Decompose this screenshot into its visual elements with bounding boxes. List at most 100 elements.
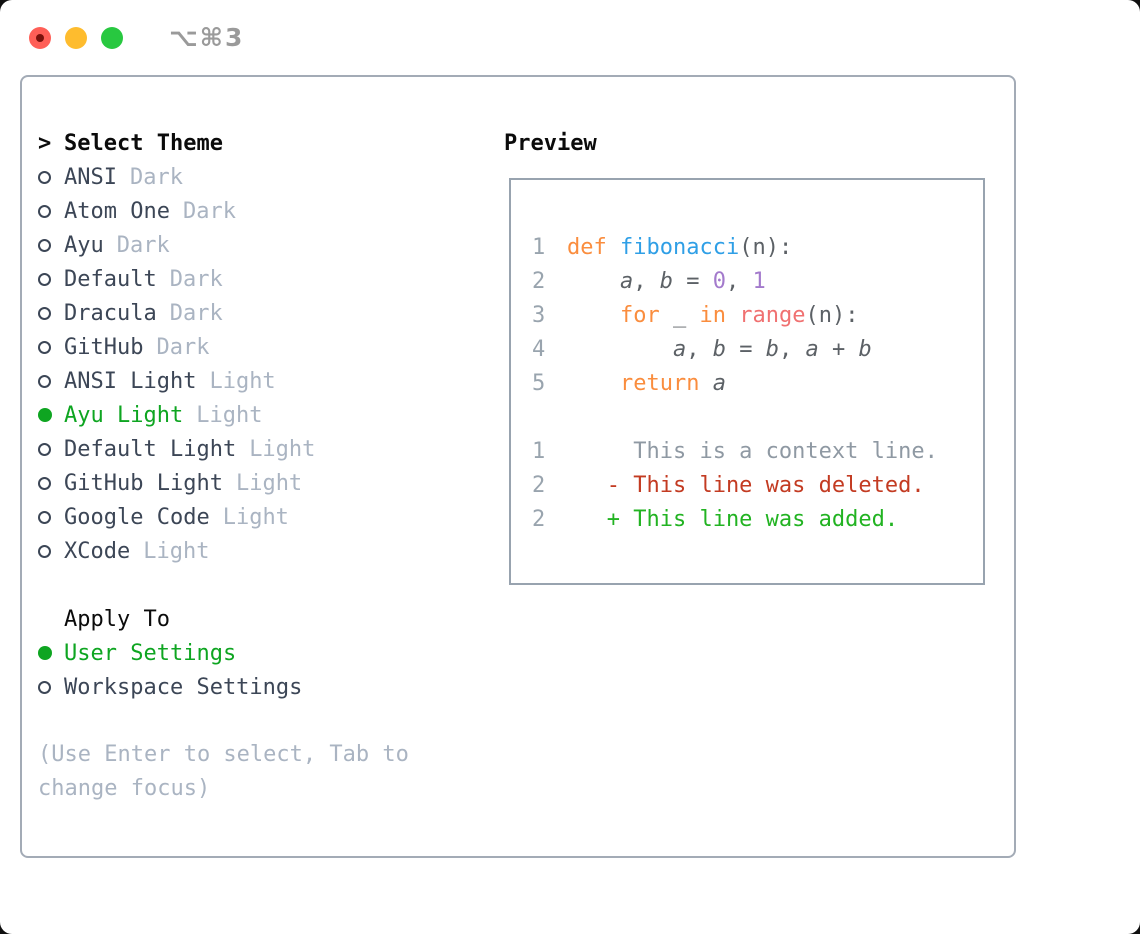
code-text: a, b = 0, 1 bbox=[619, 268, 766, 294]
code-line: 3 for _ in range(n): bbox=[532, 298, 983, 332]
line-number: 2 bbox=[532, 268, 546, 294]
theme-variant: Light bbox=[222, 504, 289, 530]
focus-cursor-icon: > bbox=[38, 130, 52, 156]
radio-icon bbox=[38, 680, 64, 694]
line-number: 5 bbox=[532, 370, 546, 396]
diff-line-added: 2 + This line was added. bbox=[532, 502, 983, 536]
code-text: a, b = b, a + b bbox=[672, 336, 872, 362]
line-number: 1 bbox=[532, 438, 546, 464]
line-number: 2 bbox=[532, 506, 546, 532]
radio-selected-icon bbox=[38, 646, 64, 660]
theme-option-xcode-light[interactable]: XCode Light bbox=[38, 534, 502, 568]
spacer bbox=[38, 704, 502, 738]
theme-name: Default Light bbox=[64, 436, 237, 462]
theme-name: GitHub Light bbox=[64, 470, 223, 496]
spacer bbox=[38, 568, 502, 602]
theme-variant: Light bbox=[249, 436, 316, 462]
window-shortcut-label: ⌥⌘3 bbox=[169, 23, 245, 52]
spacer bbox=[532, 400, 983, 434]
radio-icon bbox=[38, 238, 64, 252]
code-line: 4 a, b = b, a + b bbox=[532, 332, 983, 366]
theme-variant: Dark bbox=[116, 232, 170, 258]
line-number: 2 bbox=[532, 472, 546, 498]
radio-icon bbox=[38, 204, 64, 218]
line-number: 1 bbox=[532, 234, 546, 260]
radio-icon bbox=[38, 544, 64, 558]
radio-icon bbox=[38, 272, 64, 286]
theme-name: XCode bbox=[64, 538, 131, 564]
radio-selected-icon bbox=[38, 408, 64, 422]
keyboard-hint: (Use Enter to select, Tab to change focu… bbox=[38, 742, 409, 801]
preview-title: Preview bbox=[504, 130, 597, 156]
code-line: 5 return a bbox=[532, 366, 983, 400]
theme-variant: Dark bbox=[169, 266, 223, 292]
diff-text: + This line was added. bbox=[567, 506, 899, 532]
radio-icon bbox=[38, 510, 64, 524]
apply-option-label: Workspace Settings bbox=[64, 674, 303, 700]
theme-name: ANSI Light bbox=[64, 368, 197, 394]
diff-text: This is a context line. bbox=[567, 438, 938, 464]
theme-option-atom-one-dark[interactable]: Atom One Dark bbox=[38, 194, 502, 228]
theme-variant: Light bbox=[143, 538, 210, 564]
theme-option-ayu-dark[interactable]: Ayu Dark bbox=[38, 228, 502, 262]
code-text: for _ in range(n): bbox=[619, 302, 859, 328]
radio-icon bbox=[38, 340, 64, 354]
diff-preview: 1 This is a context line.2 - This line w… bbox=[532, 434, 983, 536]
theme-option-default-dark[interactable]: Default Dark bbox=[38, 262, 502, 296]
apply-option-workspace-settings[interactable]: Workspace Settings bbox=[38, 670, 502, 704]
diff-line-deleted: 2 - This line was deleted. bbox=[532, 468, 983, 502]
theme-option-ayu-light-light[interactable]: Ayu Light Light bbox=[38, 398, 502, 432]
theme-variant: Dark bbox=[156, 334, 210, 360]
theme-name: Default bbox=[64, 266, 157, 292]
code-line: 2 a, b = 0, 1 bbox=[532, 264, 983, 298]
code-text: return a bbox=[619, 370, 726, 396]
theme-variant: Dark bbox=[182, 198, 236, 224]
theme-name: Google Code bbox=[64, 504, 210, 530]
theme-option-default-light-light[interactable]: Default Light Light bbox=[38, 432, 502, 466]
apply-option-user-settings[interactable]: User Settings bbox=[38, 636, 502, 670]
theme-variant: Light bbox=[196, 402, 263, 428]
theme-option-ansi-dark[interactable]: ANSI Dark bbox=[38, 160, 502, 194]
apply-to-title: Apply To bbox=[64, 606, 170, 632]
diff-line-context: 1 This is a context line. bbox=[532, 434, 983, 468]
theme-variant: Light bbox=[209, 368, 276, 394]
radio-icon bbox=[38, 374, 64, 388]
theme-option-ansi-light-light[interactable]: ANSI Light Light bbox=[38, 364, 502, 398]
select-theme-header: > Select Theme bbox=[38, 126, 502, 160]
select-theme-title: Select Theme bbox=[64, 130, 223, 156]
theme-name: GitHub bbox=[64, 334, 144, 360]
line-number: 3 bbox=[532, 302, 546, 328]
theme-name: Ayu Light bbox=[64, 402, 184, 428]
theme-option-dracula-dark[interactable]: Dracula Dark bbox=[38, 296, 502, 330]
close-icon[interactable] bbox=[29, 26, 51, 49]
theme-variant: Dark bbox=[129, 164, 183, 190]
minimize-icon[interactable] bbox=[65, 26, 87, 49]
titlebar: ⌥⌘3 bbox=[0, 0, 1140, 75]
code-line: 1 def fibonacci(n): bbox=[532, 230, 983, 264]
theme-variant: Light bbox=[235, 470, 303, 496]
zoom-icon[interactable] bbox=[101, 26, 123, 49]
theme-variant: Dark bbox=[169, 300, 223, 326]
line-number: 4 bbox=[532, 336, 546, 362]
diff-text: - This line was deleted. bbox=[567, 472, 925, 498]
apply-option-label: User Settings bbox=[64, 640, 237, 666]
theme-name: Ayu bbox=[64, 232, 104, 258]
radio-icon bbox=[38, 442, 64, 456]
code-text: def fibonacci(n): bbox=[567, 234, 793, 260]
theme-option-github-light-light[interactable]: GitHub Light Light bbox=[38, 466, 502, 500]
theme-name: ANSI bbox=[64, 164, 117, 190]
radio-icon bbox=[38, 170, 64, 184]
theme-name: Dracula bbox=[64, 300, 157, 326]
theme-option-google-code-light[interactable]: Google Code Light bbox=[38, 500, 502, 534]
theme-name: Atom One bbox=[64, 198, 170, 224]
apply-to-header: Apply To bbox=[38, 602, 502, 636]
theme-option-github-dark[interactable]: GitHub Dark bbox=[38, 330, 502, 364]
